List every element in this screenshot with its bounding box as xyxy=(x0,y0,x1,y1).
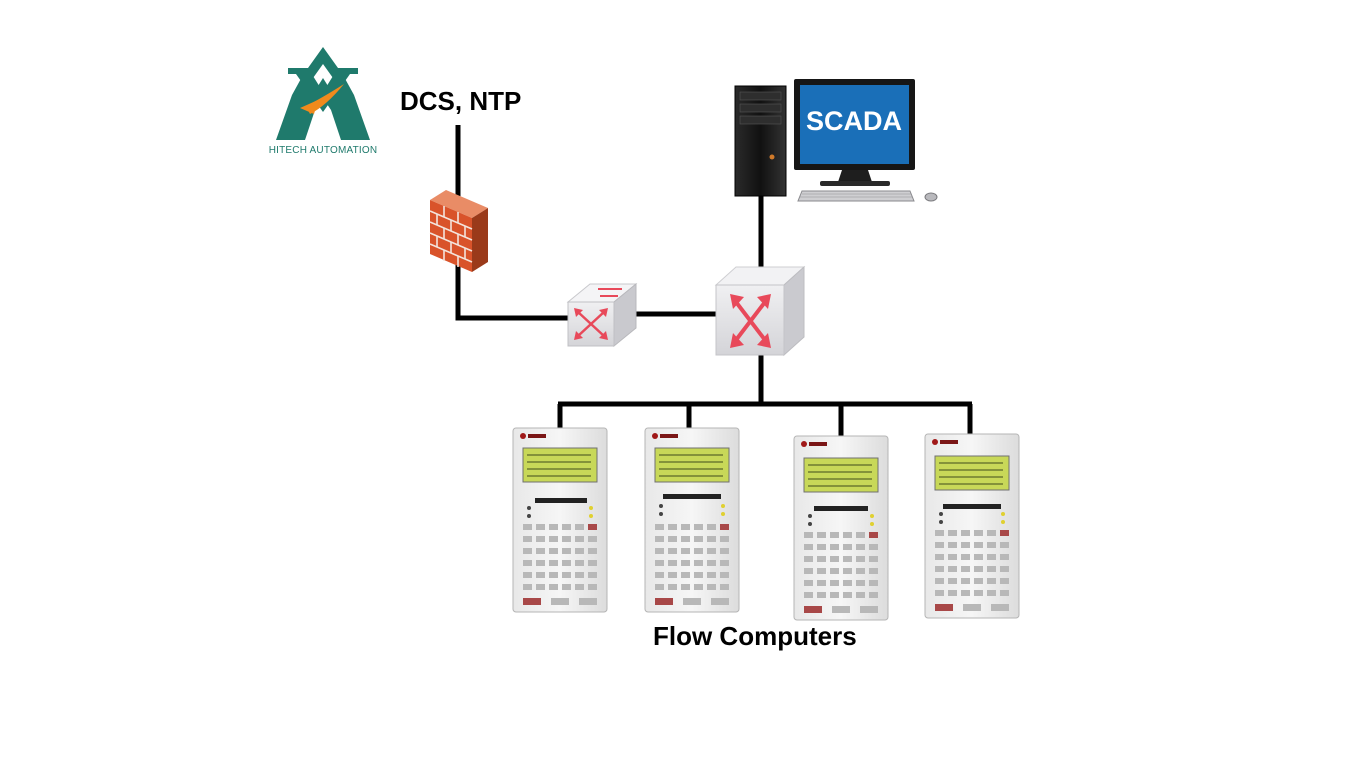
monitor-screen xyxy=(800,85,909,164)
scada-workstation-icon xyxy=(734,79,938,202)
router-icon xyxy=(566,282,638,348)
logo-text: HITECH AUTOMATION xyxy=(268,145,378,156)
flow-computers-label: Flow Computers xyxy=(653,621,857,651)
flow-computer-4 xyxy=(924,433,1020,619)
flow-computer-1 xyxy=(512,427,608,613)
hitech-automation-logo-icon xyxy=(276,47,370,140)
link-firewall-router xyxy=(455,262,575,321)
firewall-icon xyxy=(429,190,488,272)
pc-tower xyxy=(734,85,787,197)
flow-computer-3 xyxy=(793,435,889,621)
scada-label: SCADA xyxy=(805,106,902,136)
connection-lines xyxy=(455,125,973,438)
flow-computer-2 xyxy=(644,427,740,613)
dcs-ntp-label: DCS, NTP xyxy=(400,86,522,116)
mouse xyxy=(924,192,938,202)
keyboard xyxy=(797,190,915,202)
network-switch-icon xyxy=(714,265,806,357)
